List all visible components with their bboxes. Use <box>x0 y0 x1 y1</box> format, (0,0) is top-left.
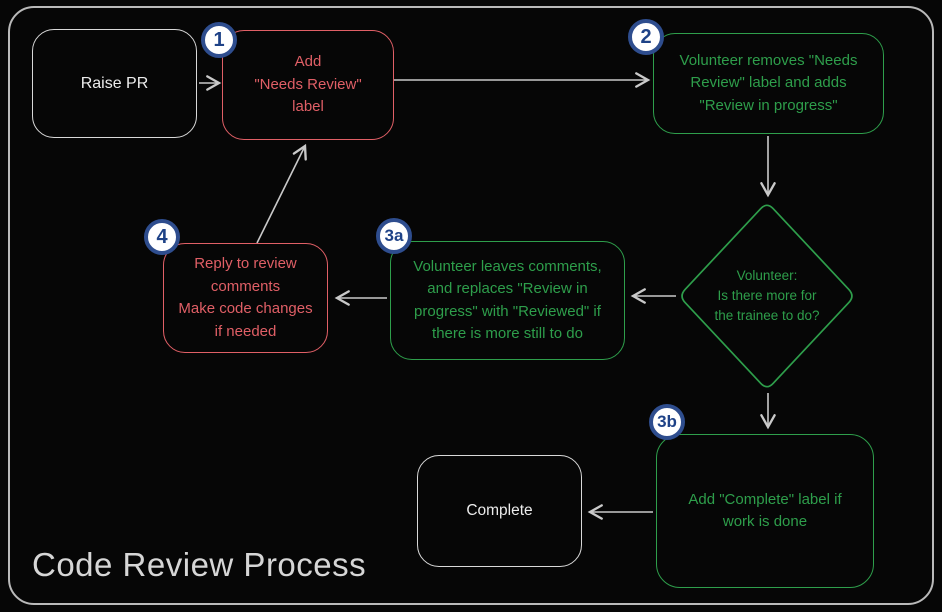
node-step3a-volunteer-comments: Volunteer leaves comments, and replaces … <box>390 241 625 360</box>
node-complete-label: Complete <box>466 502 533 520</box>
badge-step3b: 3b <box>649 404 685 440</box>
node-complete: Complete <box>417 455 582 567</box>
decision-diamond-outline <box>681 204 853 388</box>
badge-step4: 4 <box>144 219 180 255</box>
badge-step4-number: 4 <box>156 225 168 248</box>
badge-step3a-number: 3a <box>384 226 404 245</box>
node-step3b-label: Add "Complete" label if work is done <box>688 490 842 531</box>
node-step1-label: Add "Needs Review" label <box>254 53 362 116</box>
node-step4-reply-comments: Reply to review comments Make code chang… <box>163 243 328 353</box>
node-step1-add-needs-review: Add "Needs Review" label <box>222 30 394 140</box>
node-step3b-add-complete-label: Add "Complete" label if work is done <box>656 434 874 588</box>
badge-step1-number: 1 <box>213 28 225 51</box>
node-decision-label: Volunteer: Is there more for the trainee… <box>714 267 820 324</box>
node-raise-pr-label: Raise PR <box>80 74 149 92</box>
diagram-frame-border <box>8 6 934 605</box>
badge-step1: 1 <box>201 22 237 58</box>
arrow-step4-to-step1 <box>256 143 307 244</box>
badge-step3a: 3a <box>376 218 412 254</box>
badge-step2-number: 2 <box>640 25 652 48</box>
node-step2-volunteer-removes: Volunteer removes "Needs Review" label a… <box>653 33 884 134</box>
badge-step3b-number: 3b <box>657 412 677 431</box>
node-step2-label: Volunteer removes "Needs Review" label a… <box>679 51 858 114</box>
node-raise-pr: Raise PR <box>32 29 197 138</box>
node-step3a-label: Volunteer leaves comments, and replaces … <box>413 257 602 343</box>
node-step4-label: Reply to review comments Make code chang… <box>178 255 313 340</box>
node-decision-more-for-trainee: Volunteer: Is there more for the trainee… <box>687 252 847 340</box>
diagram-title: Code Review Process <box>32 546 367 583</box>
badge-step2: 2 <box>628 19 664 55</box>
